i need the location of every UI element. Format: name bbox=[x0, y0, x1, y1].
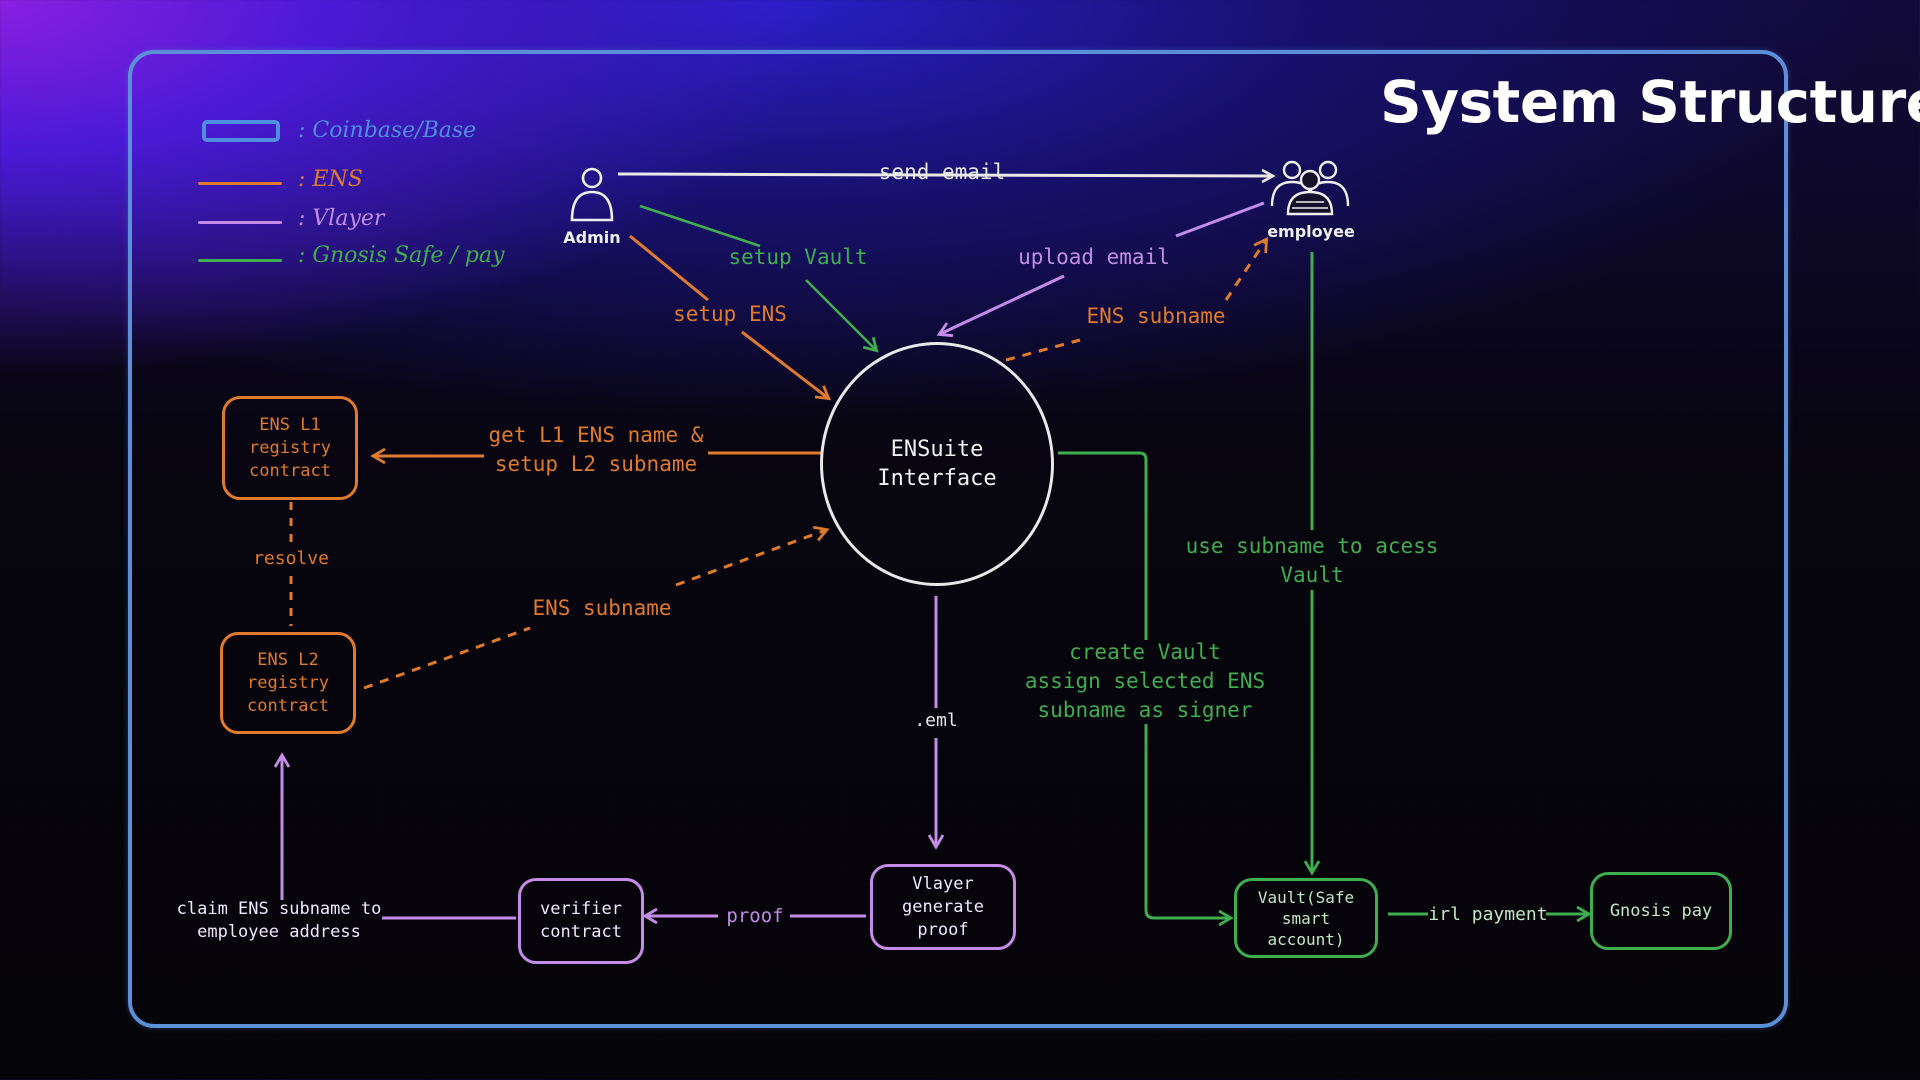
label-create-vault: create Vault assign selected ENS subname… bbox=[1024, 640, 1266, 722]
label-send-email: send email bbox=[878, 160, 1006, 184]
edge-ens-subname-left bbox=[363, 530, 826, 690]
coinbase-base-frame bbox=[128, 50, 1788, 1028]
node-ens-l1-registry: ENS L1 registry contract bbox=[222, 396, 358, 500]
label-use-subname: use subname to acess Vault bbox=[1185, 534, 1439, 587]
legend-label-gnosis: : Gnosis Safe / pay bbox=[298, 243, 505, 268]
ensuite-interface-hub: ENSuite Interface bbox=[820, 342, 1054, 586]
node-vault-safe: Vault(Safe smart account) bbox=[1234, 878, 1378, 958]
diagram-title: System Structure bbox=[1380, 68, 1920, 136]
edge-upload-email bbox=[940, 201, 1265, 334]
legend-swatch-vlayer bbox=[198, 221, 282, 224]
legend-swatch-coinbase bbox=[202, 120, 280, 142]
legend-label-coinbase: : Coinbase/Base bbox=[298, 118, 477, 143]
actor-employee: employee bbox=[1267, 222, 1355, 241]
node-ens-l2-registry: ENS L2 registry contract bbox=[220, 632, 356, 734]
edge-setup-vault bbox=[639, 204, 876, 350]
legend-swatch-ens bbox=[198, 182, 282, 185]
label-proof: proof bbox=[726, 905, 784, 927]
label-eml: .eml bbox=[914, 710, 958, 731]
label-resolve: resolve bbox=[253, 548, 329, 569]
label-ens-subname-left: ENS subname bbox=[532, 596, 672, 620]
legend-label-vlayer: : Vlayer bbox=[298, 206, 385, 231]
legend-label-ens: : ENS bbox=[298, 167, 363, 192]
edge-setup-ens bbox=[629, 234, 828, 398]
node-vlayer-generate-proof: Vlayer generate proof bbox=[870, 864, 1016, 950]
label-get-l1-ens: get L1 ENS name & setup L2 subname bbox=[488, 423, 704, 476]
label-claim-subname: claim ENS subname to employee address bbox=[176, 899, 382, 942]
node-verifier-contract: verifier contract bbox=[518, 878, 644, 964]
label-setup-vault: setup Vault bbox=[728, 245, 868, 269]
label-upload-email: upload email bbox=[1018, 245, 1170, 269]
label-irl-payment: irl payment bbox=[1428, 904, 1548, 925]
person-icon bbox=[570, 167, 614, 222]
actor-admin: Admin bbox=[563, 228, 621, 247]
edge-claim bbox=[282, 756, 516, 920]
edge-send-email bbox=[617, 174, 1272, 176]
node-gnosis-pay: Gnosis pay bbox=[1590, 872, 1732, 950]
people-group-icon bbox=[1270, 160, 1350, 216]
edge-get-l1 bbox=[374, 453, 822, 456]
legend-swatch-gnosis bbox=[198, 259, 282, 262]
edge-ens-subname-top bbox=[1005, 240, 1266, 362]
edge-create-vault bbox=[1058, 451, 1230, 918]
label-setup-ens: setup ENS bbox=[673, 302, 787, 326]
label-ens-subname-top: ENS subname bbox=[1086, 304, 1226, 328]
